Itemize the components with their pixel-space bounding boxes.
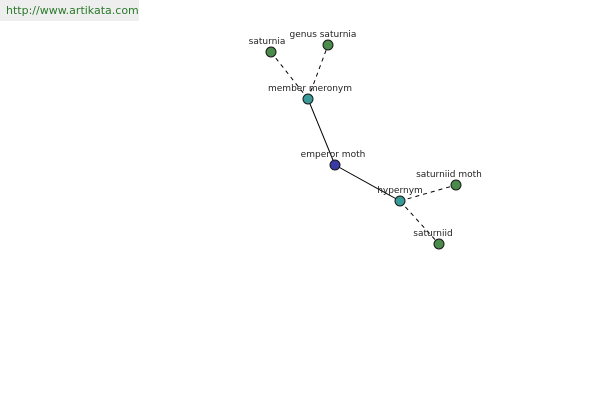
node-label-saturnia[interactable]: saturnia xyxy=(249,37,286,47)
node-label-hypernym[interactable]: hypernym xyxy=(377,186,423,196)
node-genus-saturnia[interactable]: genus saturnia xyxy=(290,30,357,51)
node-label-member-meronym[interactable]: member meronym xyxy=(268,84,352,94)
node-label-genus-saturnia[interactable]: genus saturnia xyxy=(290,30,357,40)
edge-hypernym-to-saturniid xyxy=(399,200,440,245)
edge-hypernym-to-saturniid-moth xyxy=(399,184,457,202)
node-marker-genus-saturnia[interactable] xyxy=(322,39,334,51)
node-member-meronym[interactable]: member meronym xyxy=(268,84,352,105)
watermark-link[interactable]: http://www.artikata.com xyxy=(0,0,139,21)
node-marker-hypernym[interactable] xyxy=(394,195,406,207)
node-hypernym[interactable]: hypernym xyxy=(377,186,423,207)
edge-member-meronym-to-genus-saturnia xyxy=(307,44,329,100)
node-saturniid[interactable]: saturniid xyxy=(413,229,453,250)
node-emperor-moth[interactable]: emperor moth xyxy=(301,150,366,171)
node-label-saturniid-moth[interactable]: saturniid moth xyxy=(416,170,482,180)
nodes-layer: emperor moth member meronym hypernym saturn… xyxy=(249,30,482,250)
node-saturniid-moth[interactable]: saturniid moth xyxy=(416,170,482,191)
edge-emperor-moth-to-hypernym xyxy=(334,164,401,202)
node-marker-saturniid[interactable] xyxy=(433,238,445,250)
node-marker-emperor-moth[interactable] xyxy=(329,159,341,171)
edges-layer xyxy=(270,44,457,245)
node-marker-saturniid-moth[interactable] xyxy=(450,179,462,191)
node-marker-member-meronym[interactable] xyxy=(302,93,314,105)
edge-member-meronym-to-saturnia xyxy=(270,51,309,100)
edge-emperor-moth-to-member-meronym xyxy=(307,98,336,166)
node-saturnia[interactable]: saturnia xyxy=(249,37,286,58)
node-label-emperor-moth[interactable]: emperor moth xyxy=(301,150,366,160)
node-marker-saturnia[interactable] xyxy=(265,46,277,58)
node-label-saturniid[interactable]: saturniid xyxy=(413,229,452,239)
